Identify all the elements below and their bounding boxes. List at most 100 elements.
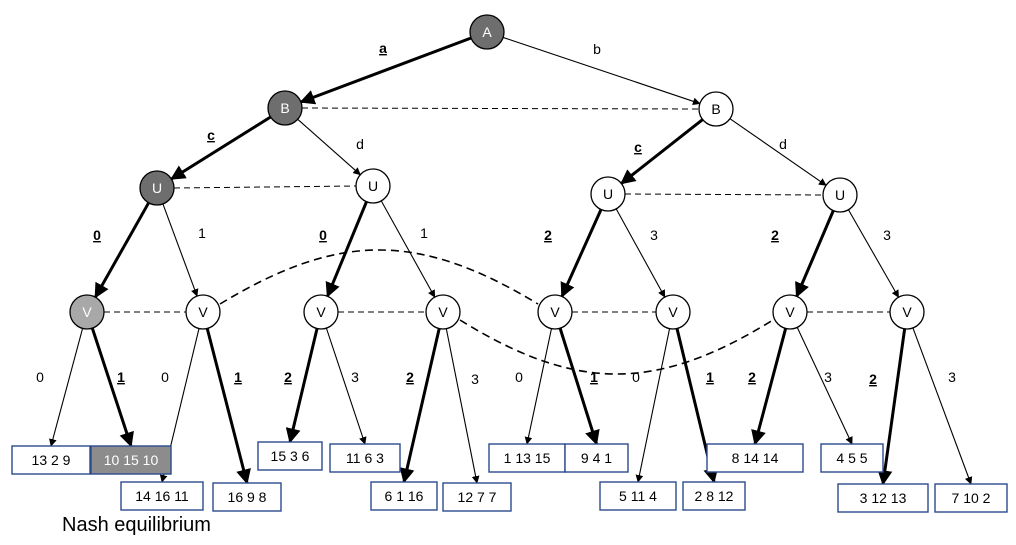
- payoff-box-p7: [370, 481, 438, 511]
- edge-label-v1-p1: 0: [36, 369, 44, 385]
- node-label-v8: V: [902, 304, 912, 320]
- payoff-box-p1: [11, 445, 91, 475]
- node-label-v3: V: [316, 304, 326, 320]
- node-label-v4: V: [438, 304, 448, 320]
- edge-v2-p4: [205, 328, 251, 485]
- payoff-label-p4: 16 9 8: [228, 489, 267, 505]
- node-u4: [822, 177, 858, 213]
- edge-label-v8-p16: 3: [948, 369, 956, 385]
- node-b1: [267, 90, 303, 126]
- payoff-box-p3: [120, 481, 204, 511]
- edge-a-b1: [299, 36, 472, 105]
- information-sets: [104, 107, 890, 375]
- nash-equilibrium-caption: Nash equilibrium: [62, 514, 211, 536]
- edge-label-v7-p13: 2: [748, 369, 756, 385]
- edge-u3-v5: [560, 208, 603, 298]
- payoff-box-p8: [442, 482, 512, 512]
- edge-label-u2-v3: 0: [319, 227, 327, 243]
- edge-a-b2: [502, 36, 701, 106]
- edge-u1-v2: [162, 203, 199, 297]
- info-set-curve-v2-v5: [219, 249, 539, 305]
- payoff-label-p14: 4 5 5: [836, 450, 867, 466]
- edge-v7-p14: [796, 327, 853, 445]
- payoff-box-p13: [706, 443, 804, 473]
- node-v3: [303, 294, 339, 330]
- edge-v6-p11: [635, 328, 671, 483]
- node-u3: [590, 176, 626, 212]
- edge-u2-v3: [325, 201, 368, 298]
- edge-label-u3-v6: 3: [650, 227, 658, 243]
- node-label-u1: U: [152, 180, 162, 196]
- edge-label-a-b2: b: [593, 41, 601, 57]
- payoff-label-p9: 1 13 15: [504, 450, 551, 466]
- payoff-label-p13: 8 14 14: [732, 450, 779, 466]
- edge-label-v2-p4: 1: [234, 369, 242, 385]
- node-label-b1: B: [280, 100, 289, 116]
- payoff-label-p1: 13 2 9: [32, 452, 71, 468]
- node-a: [469, 14, 505, 50]
- node-label-v7: V: [785, 304, 795, 320]
- node-label-u3: U: [603, 186, 613, 202]
- payoff-label-p15: 3 12 13: [860, 490, 907, 506]
- node-label-v1: V: [82, 304, 92, 320]
- edge-b2-u3: [620, 118, 704, 185]
- payoff-box-p14: [820, 443, 884, 473]
- edge-label-v8-p15: 2: [869, 371, 877, 387]
- edge-u1-v1: [94, 202, 150, 299]
- edge-v7-p13: [751, 328, 788, 446]
- node-v2: [185, 294, 221, 330]
- node-v7: [772, 294, 808, 330]
- payoff-label-p11: 5 11 4: [619, 488, 657, 504]
- edge-v3-p5: [285, 328, 319, 444]
- node-label-v6: V: [668, 304, 678, 320]
- edge-v8-p15: [877, 328, 907, 486]
- node-u2: [355, 168, 391, 204]
- payoff-label-p8: 12 7 7: [458, 489, 497, 505]
- payoff-box-p11: [599, 481, 677, 511]
- edge-label-u1-v2: 1: [198, 225, 206, 241]
- edge-u4-v7: [795, 210, 835, 298]
- edge-b1-u2: [297, 118, 361, 176]
- edge-label-v4-p7: 2: [406, 369, 414, 385]
- edge-label-v3-p5: 2: [284, 369, 292, 385]
- edge-label-v1-p2: 1: [117, 369, 125, 385]
- info-set-line-u3-u4: [624, 193, 824, 196]
- edge-v5-p9: [524, 328, 553, 445]
- payoff-box-p2: [90, 445, 172, 475]
- payoff-box-p15: [837, 483, 929, 513]
- node-u1: [139, 170, 175, 206]
- edge-label-v3-p6: 3: [351, 369, 359, 385]
- payoff-label-p16: 7 10 2: [952, 490, 991, 506]
- edge-label-v5-p9: 0: [515, 369, 523, 385]
- node-label-v2: V: [198, 304, 208, 320]
- payoff-box-p4: [212, 482, 282, 512]
- edge-v8-p16: [912, 327, 973, 485]
- payoff-box-p9: [488, 443, 566, 473]
- edge-label-b2-u3: c: [634, 139, 642, 155]
- edge-label-u1-v1: 0: [93, 227, 101, 243]
- payoff-label-p7: 6 1 16: [385, 488, 424, 504]
- edge-v5-p10: [558, 327, 600, 446]
- edge-v1-p1: [49, 328, 84, 447]
- node-v1: [69, 294, 105, 330]
- payoff-label-p12: 2 8 12: [695, 488, 734, 504]
- node-b2: [698, 91, 734, 127]
- edge-v4-p8: [445, 328, 480, 484]
- edge-label-v2-p3: 0: [161, 369, 169, 385]
- edge-label-v5-p10: 1: [590, 369, 598, 385]
- edge-v1-p2: [90, 327, 134, 448]
- payoff-label-p6: 11 6 3: [346, 450, 384, 466]
- payoff-label-p2: 10 15 10: [104, 452, 159, 468]
- payoff-label-p3: 14 16 11: [135, 488, 189, 504]
- edge-label-v6-p11: 0: [632, 369, 640, 385]
- edge-v4-p7: [399, 328, 441, 484]
- edge-label-u4-v8: 3: [883, 227, 891, 243]
- info-set-curve-v4-v7: [459, 319, 774, 375]
- edge-label-u2-v4: 1: [420, 225, 428, 241]
- edge-label-u3-v5: 2: [544, 227, 552, 243]
- node-label-v5: V: [550, 304, 560, 320]
- edge-label-b2-u4: d: [779, 136, 787, 152]
